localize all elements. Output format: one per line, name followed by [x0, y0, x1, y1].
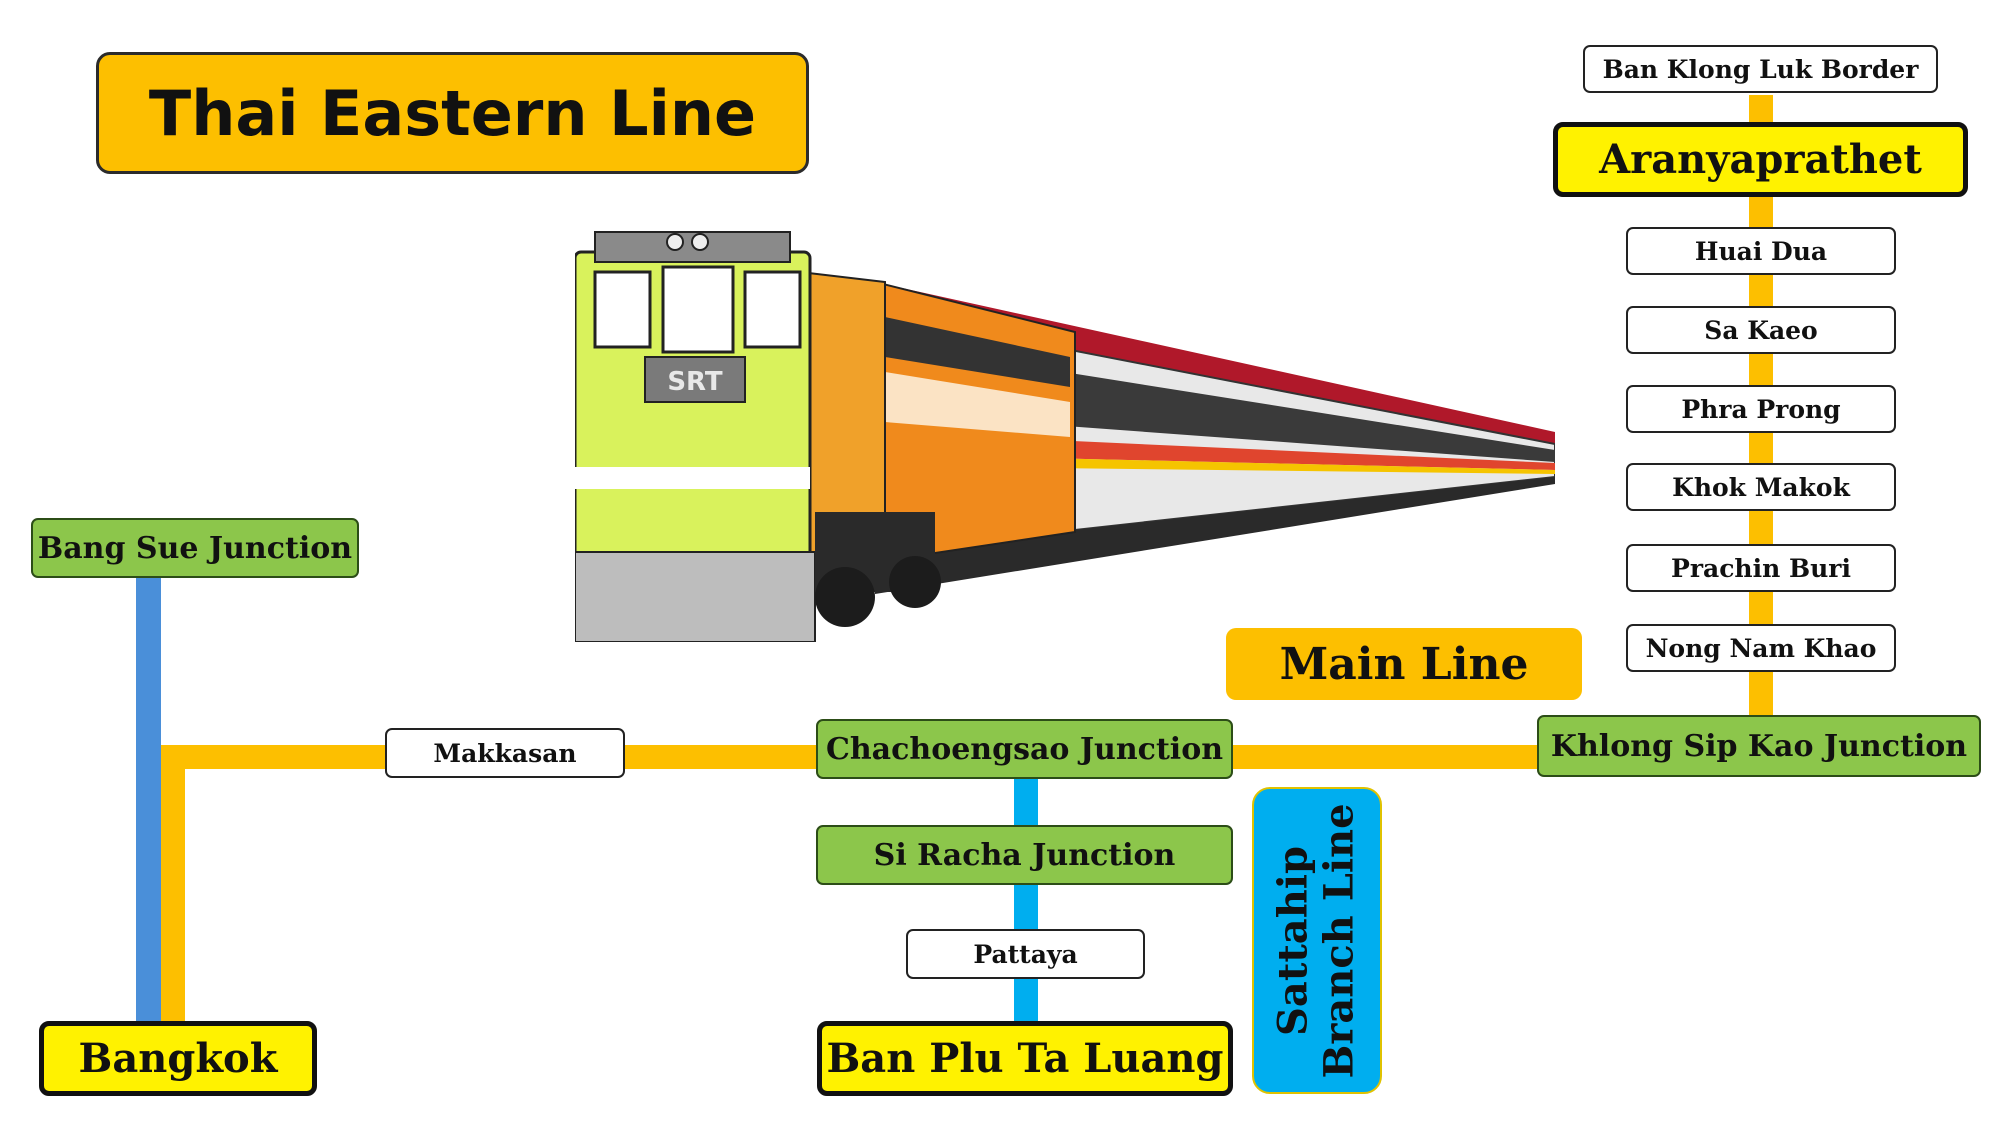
loco-wheel-2 [889, 556, 941, 608]
branch-label-line-2: Branch Line [1316, 802, 1364, 1079]
loco-headlight-left [666, 233, 684, 251]
loco-window-center [661, 265, 735, 354]
station-ban-klong-luk-border[interactable]: Ban Klong Luk Border [1583, 45, 1938, 93]
station-nong-nam-khao[interactable]: Nong Nam Khao [1626, 624, 1896, 672]
station-chachoengsao-junction[interactable]: Chachoengsao Junction [816, 719, 1233, 779]
carriage-roof [875, 282, 1555, 447]
station-huai-dua[interactable]: Huai Dua [1626, 227, 1896, 275]
diagram-title: Thai Eastern Line [96, 52, 809, 174]
branch-label-line-1: Sattahip [1270, 845, 1318, 1036]
station-pattaya[interactable]: Pattaya [906, 929, 1145, 979]
sattahip-branch-line [1014, 778, 1038, 1028]
loco-srt-text: SRT [667, 367, 723, 397]
carriage-bogies [875, 477, 1555, 594]
main-line-label: Main Line [1226, 628, 1582, 700]
station-aranyaprathet[interactable]: Aranyaprathet [1553, 122, 1968, 197]
loco-headlight-right [691, 233, 709, 251]
train-illustration: SRT [575, 231, 1555, 642]
station-khok-makok[interactable]: Khok Makok [1626, 463, 1896, 511]
loco-window-right [743, 270, 802, 349]
station-sa-kaeo[interactable]: Sa Kaeo [1626, 306, 1896, 354]
branch-label-text: Sattahip Branch Line [1270, 802, 1364, 1079]
station-makkasan[interactable]: Makkasan [385, 728, 625, 778]
station-si-racha-junction[interactable]: Si Racha Junction [816, 825, 1233, 885]
station-bangkok[interactable]: Bangkok [39, 1021, 317, 1096]
main-line-bangkok-spur [161, 745, 185, 1028]
sattahip-branch-label: Sattahip Branch Line [1252, 787, 1382, 1094]
station-ban-plu-ta-luang[interactable]: Ban Plu Ta Luang [817, 1021, 1233, 1096]
loco-wheel-1 [815, 567, 875, 627]
station-prachin-buri[interactable]: Prachin Buri [1626, 544, 1896, 592]
station-phra-prong[interactable]: Phra Prong [1626, 385, 1896, 433]
coach-orange-light [885, 372, 1070, 437]
station-khlong-sip-kao-junction[interactable]: Khlong Sip Kao Junction [1537, 715, 1981, 777]
bang-sue-link-line [136, 578, 161, 1028]
loco-white-band [575, 467, 810, 489]
loco-nose [644, 356, 746, 403]
station-bang-sue-junction[interactable]: Bang Sue Junction [31, 518, 359, 578]
coach-orange-windows [885, 317, 1070, 387]
loco-roof [594, 231, 791, 263]
loco-lower-front [575, 551, 816, 642]
loco-window-left [593, 270, 652, 349]
